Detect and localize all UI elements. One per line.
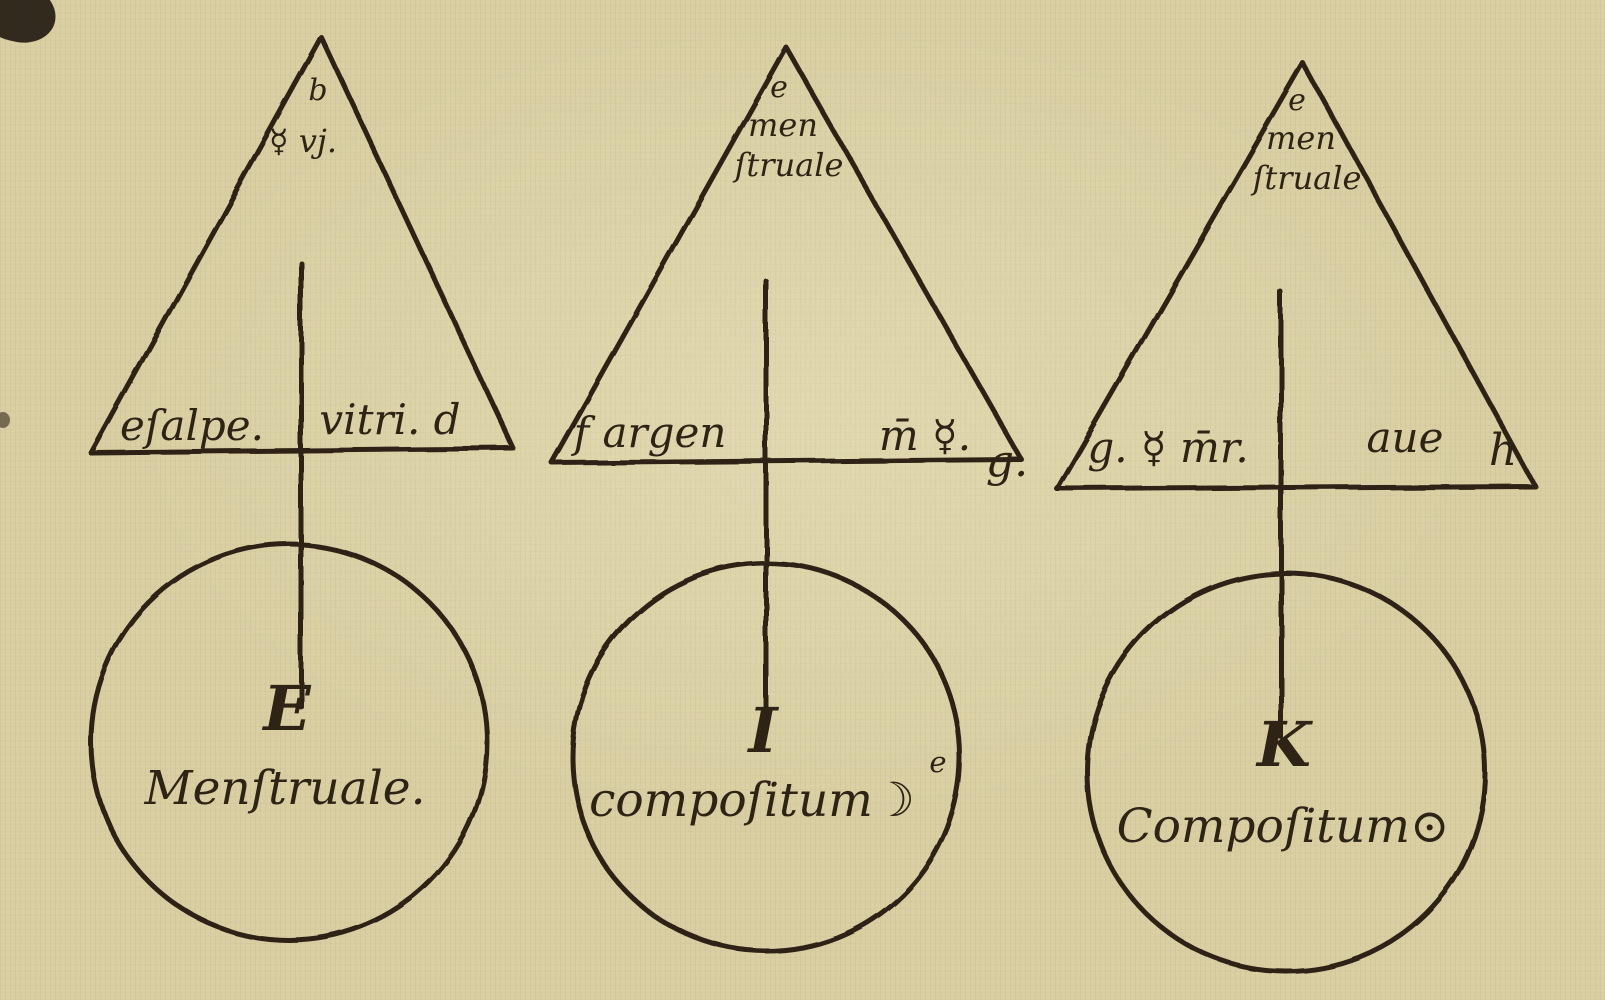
triangle-K-right-label: aue — [1367, 413, 1444, 462]
triangle-I-left-label: f argen — [571, 408, 727, 457]
paper-stain-edge — [0, 412, 10, 428]
triangle-I-outline — [549, 44, 1024, 466]
sun-icon: ⊙ — [1410, 799, 1449, 854]
triangle-E-apex-line-2: ☿ vj. — [269, 122, 337, 160]
figure-E-text: b ☿ vj. eſalpe. vitri. d E Menſtruale. — [120, 73, 461, 816]
triangle-K-outline — [1054, 60, 1538, 492]
circle-E-label: Menſtruale. — [143, 761, 425, 816]
circle-E-letter: E — [261, 672, 312, 745]
triangle-K-left-label: g. ☿ m̄r. — [1087, 423, 1248, 472]
triangle-K-apex-line-1: e — [1288, 83, 1306, 118]
circle-E-outline — [88, 541, 490, 943]
triangle-E-apex-line-1: b — [308, 73, 327, 108]
moon-icon: ☽ — [873, 773, 915, 828]
triangle-I-apex-line-3: ſtruale — [733, 146, 844, 184]
triangle-I-corner-label: g. — [986, 436, 1028, 487]
circle-I-label: compoſitum☽ — [589, 773, 915, 828]
circle-I-outline — [569, 560, 963, 954]
circle-I-label-word: compoſitum — [589, 773, 873, 828]
triangle-K-apex-line-3: ſtruale — [1251, 159, 1362, 197]
triangle-I-right-label: m̄ ☿. — [879, 411, 971, 460]
triangle-E-left-label: eſalpe. — [120, 401, 264, 450]
triangle-K-corner-label: h — [1489, 425, 1517, 476]
circle-I-superscript: e — [929, 745, 946, 779]
circle-K-label-word: Compoſitum — [1117, 799, 1410, 854]
triangle-K-apex-line-2: men — [1266, 119, 1336, 157]
triangle-E-right-label: vitri. d — [319, 395, 460, 444]
figure-K-text: e men ſtruale g. ☿ m̄r. aue h K Compoſit… — [1087, 83, 1517, 854]
triangle-I-apex-line-2: men — [748, 106, 818, 144]
circle-K-letter: K — [1255, 708, 1313, 781]
circle-I-letter: I — [746, 694, 779, 767]
figure-I-text: e men ſtruale f argen m̄ ☿. g. I compoſi… — [571, 70, 1028, 828]
triangle-I-apex-line-1: e — [770, 70, 788, 105]
circle-K-outline — [1084, 570, 1488, 974]
circle-K-label: Compoſitum⊙ — [1117, 799, 1450, 854]
